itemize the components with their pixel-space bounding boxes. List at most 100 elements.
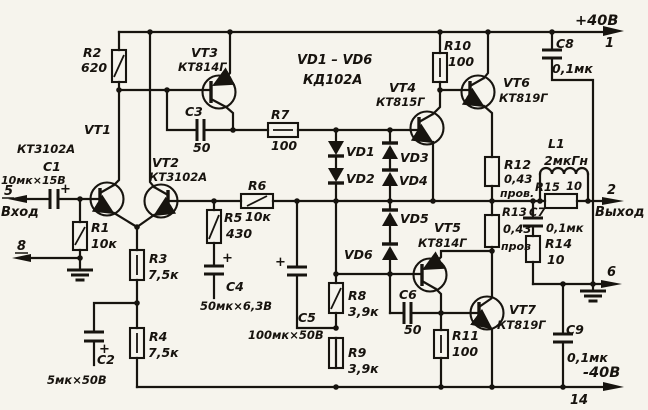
r1-ref-label: R1	[91, 220, 109, 235]
capacitor-C7	[523, 216, 543, 228]
power-positive-label: +40В	[575, 13, 618, 29]
vt7-ref-label: VT7	[509, 302, 536, 317]
r10-value-label: 100	[448, 54, 474, 69]
terminal-6-label: 6	[607, 265, 616, 280]
resistor-R2	[110, 48, 128, 84]
r5-ref-label: R5	[224, 210, 243, 225]
r13-note-label: пров	[501, 240, 531, 253]
vt4-type-label: КТ815Г	[376, 95, 425, 109]
input-label: Вход	[1, 205, 39, 220]
capacitor-C3	[195, 119, 206, 141]
c5-value-label: 100мк×50В	[248, 328, 324, 342]
vt5-ref-label: VT5	[434, 220, 461, 235]
output-arrow	[602, 197, 624, 205]
vd4-ref-label: VD4	[399, 173, 428, 188]
r15-ref-label: R15	[535, 180, 560, 194]
resistor-R11	[432, 328, 450, 360]
r8-value-label: 3,9к	[348, 304, 379, 319]
c5-ref-label: C5	[298, 310, 316, 325]
vt7-type-label: КТ819Г	[497, 318, 546, 332]
diode-VD3	[382, 141, 398, 159]
vt6-ref-label: VT6	[503, 75, 530, 90]
transistor-VT1	[89, 181, 125, 217]
c6-value-label: 50	[404, 322, 422, 337]
c3-value-label: 50	[193, 140, 211, 155]
diode-VD4	[382, 168, 398, 186]
labels: R2 620 VT1 КТ3102А C1 10мк×15В + 5 Вход …	[1, 13, 644, 408]
r3-value-label: 7,5к	[148, 267, 179, 282]
terminal-8-label: 8	[17, 239, 26, 254]
diode-VD5	[382, 208, 398, 226]
r9-value-label: 3,9к	[348, 361, 379, 376]
transistor-VT2	[143, 183, 179, 219]
resistor-R12	[483, 155, 501, 188]
transistor-VT3	[201, 67, 237, 110]
vt3-ref-label: VT3	[191, 45, 218, 60]
capacitor-C1	[48, 189, 60, 209]
resistor-R1	[71, 220, 89, 252]
resistor-R4	[128, 326, 146, 360]
c3-ref-label: C3	[185, 104, 203, 119]
input-arrow	[8, 195, 27, 203]
terminal-14-label: 14	[570, 393, 588, 408]
r11-value-label: 100	[452, 344, 478, 359]
r12-note-label: пров.	[500, 187, 534, 200]
l1-value-label: 2мкГн	[544, 153, 588, 168]
capacitor-C9	[553, 332, 573, 344]
r4-value-label: 7,5к	[148, 345, 179, 360]
diode-group-range-label: VD1 – VD6	[297, 53, 372, 68]
c4-ref-label: C4	[226, 279, 244, 294]
vd3-ref-label: VD3	[400, 150, 429, 165]
vd6-ref-label: VD6	[344, 247, 373, 262]
terminal6-arrow	[601, 280, 622, 288]
r13-ref-label: R13	[502, 205, 527, 219]
r11-ref-label: R11	[452, 328, 479, 343]
r6-value-label: 10к	[245, 209, 271, 224]
plus-rail-arrow	[603, 26, 624, 36]
power-negative-label: -40В	[583, 365, 620, 381]
c9-ref-label: C9	[566, 322, 584, 337]
diode-VD6	[382, 242, 398, 260]
c8-value-label: 0,1мк	[552, 61, 593, 76]
r7-ref-label: R7	[271, 107, 290, 122]
vd1-ref-label: VD1	[346, 144, 375, 159]
c2-ref-label: C2	[97, 352, 115, 367]
c7-value-label: 0,1мк	[546, 221, 585, 235]
terminal-2-label: 2	[607, 183, 616, 198]
ground-symbol-input	[67, 268, 93, 282]
c2-plus-sign: +	[99, 342, 110, 357]
resistor-R14	[524, 234, 542, 264]
resistor-R8	[327, 281, 345, 315]
inductor-L1	[538, 166, 590, 176]
r2-value-label: 620	[81, 60, 107, 75]
c1-value-label: 10мк×15В	[1, 174, 66, 187]
c1-ref-label: C1	[43, 159, 61, 174]
r7-value-label: 100	[271, 138, 297, 153]
r14-ref-label: R14	[545, 236, 572, 251]
r12-value-label: 0,43	[504, 172, 532, 186]
r8-ref-label: R8	[348, 288, 367, 303]
diode-VD2	[328, 168, 344, 185]
resistor-R9	[327, 336, 345, 370]
resistor-R13	[483, 213, 501, 249]
terminal-5-label: 5	[4, 184, 13, 199]
c2-value-label: 5мк×50В	[47, 373, 107, 387]
c9-value-label: 0,1мк	[567, 350, 608, 365]
resistor-R15	[543, 192, 579, 210]
vd5-ref-label: VD5	[400, 211, 429, 226]
r10-ref-label: R10	[444, 38, 471, 53]
c8-ref-label: C8	[556, 36, 574, 51]
transistor-VT6	[460, 74, 496, 110]
vt1-ref-label: VT1	[84, 122, 111, 137]
terminal-arrows	[8, 26, 624, 391]
minus-rail-arrow	[603, 382, 624, 391]
vt1-type-label: КТ3102А	[17, 142, 75, 156]
r4-ref-label: R4	[149, 329, 167, 344]
vt3-type-label: КТ814Г	[178, 60, 227, 74]
c4-value-label: 50мк×6,3В	[200, 299, 272, 313]
terminal-1-label: 1	[605, 36, 614, 51]
capacitor-C2	[84, 330, 104, 343]
vt5-type-label: КТ814Г	[418, 236, 467, 250]
